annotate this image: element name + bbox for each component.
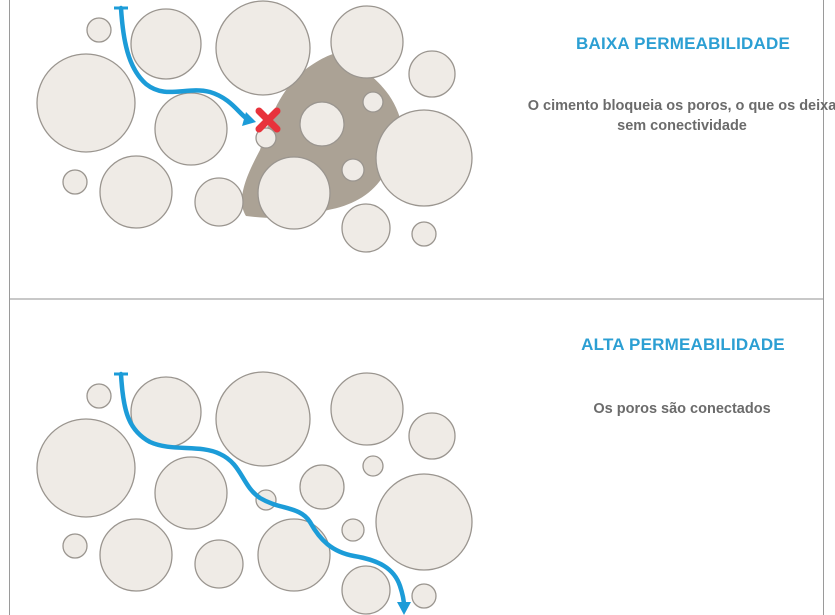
grain bbox=[215, 371, 311, 467]
grain bbox=[341, 518, 365, 542]
grain bbox=[411, 221, 437, 247]
grain bbox=[362, 455, 384, 477]
grain bbox=[341, 565, 391, 615]
grain bbox=[215, 0, 311, 96]
grain bbox=[62, 533, 88, 559]
grain bbox=[36, 53, 136, 153]
grain bbox=[411, 583, 437, 609]
low-permeability-diagram bbox=[36, 0, 473, 253]
grain bbox=[257, 518, 331, 592]
high-permeability-panel: ALTA PERMEABILIDADE Os poros são conecta… bbox=[10, 302, 823, 615]
flow-arrow bbox=[114, 371, 411, 615]
grain bbox=[194, 177, 244, 227]
grain bbox=[194, 539, 244, 589]
grain bbox=[341, 158, 365, 182]
grain bbox=[154, 92, 228, 166]
panel-title: ALTA PERMEABILIDADE bbox=[581, 335, 785, 354]
grain bbox=[341, 203, 391, 253]
panel-title: BAIXA PERMEABILIDADE bbox=[576, 34, 790, 53]
grain bbox=[255, 127, 277, 149]
grain bbox=[408, 412, 456, 460]
grain bbox=[130, 8, 202, 80]
grain bbox=[299, 464, 345, 510]
grain bbox=[36, 418, 136, 518]
grain bbox=[86, 17, 112, 43]
grain bbox=[299, 101, 345, 147]
panel-description: O cimento bloqueia os poros, o que os de… bbox=[527, 98, 835, 134]
grain bbox=[99, 155, 173, 229]
grain bbox=[86, 383, 112, 409]
diagram-frame: BAIXA PERMEABILIDADE O cimento bloqueia … bbox=[9, 0, 835, 615]
grain bbox=[330, 5, 404, 79]
grain bbox=[375, 109, 473, 207]
grain bbox=[62, 169, 88, 195]
grains bbox=[36, 0, 473, 253]
low-permeability-panel: BAIXA PERMEABILIDADE O cimento bloqueia … bbox=[10, 0, 835, 300]
grain bbox=[99, 518, 173, 592]
panel-description: Os poros são conectados bbox=[593, 401, 771, 417]
grains bbox=[36, 371, 473, 615]
high-permeability-diagram bbox=[36, 371, 473, 615]
blocked-x-icon bbox=[255, 107, 281, 133]
grain bbox=[408, 50, 456, 98]
grain bbox=[362, 91, 384, 113]
grain bbox=[330, 372, 404, 446]
flow-arrow bbox=[114, 5, 256, 126]
grain bbox=[375, 473, 473, 571]
grain bbox=[257, 156, 331, 230]
grain bbox=[154, 456, 228, 530]
